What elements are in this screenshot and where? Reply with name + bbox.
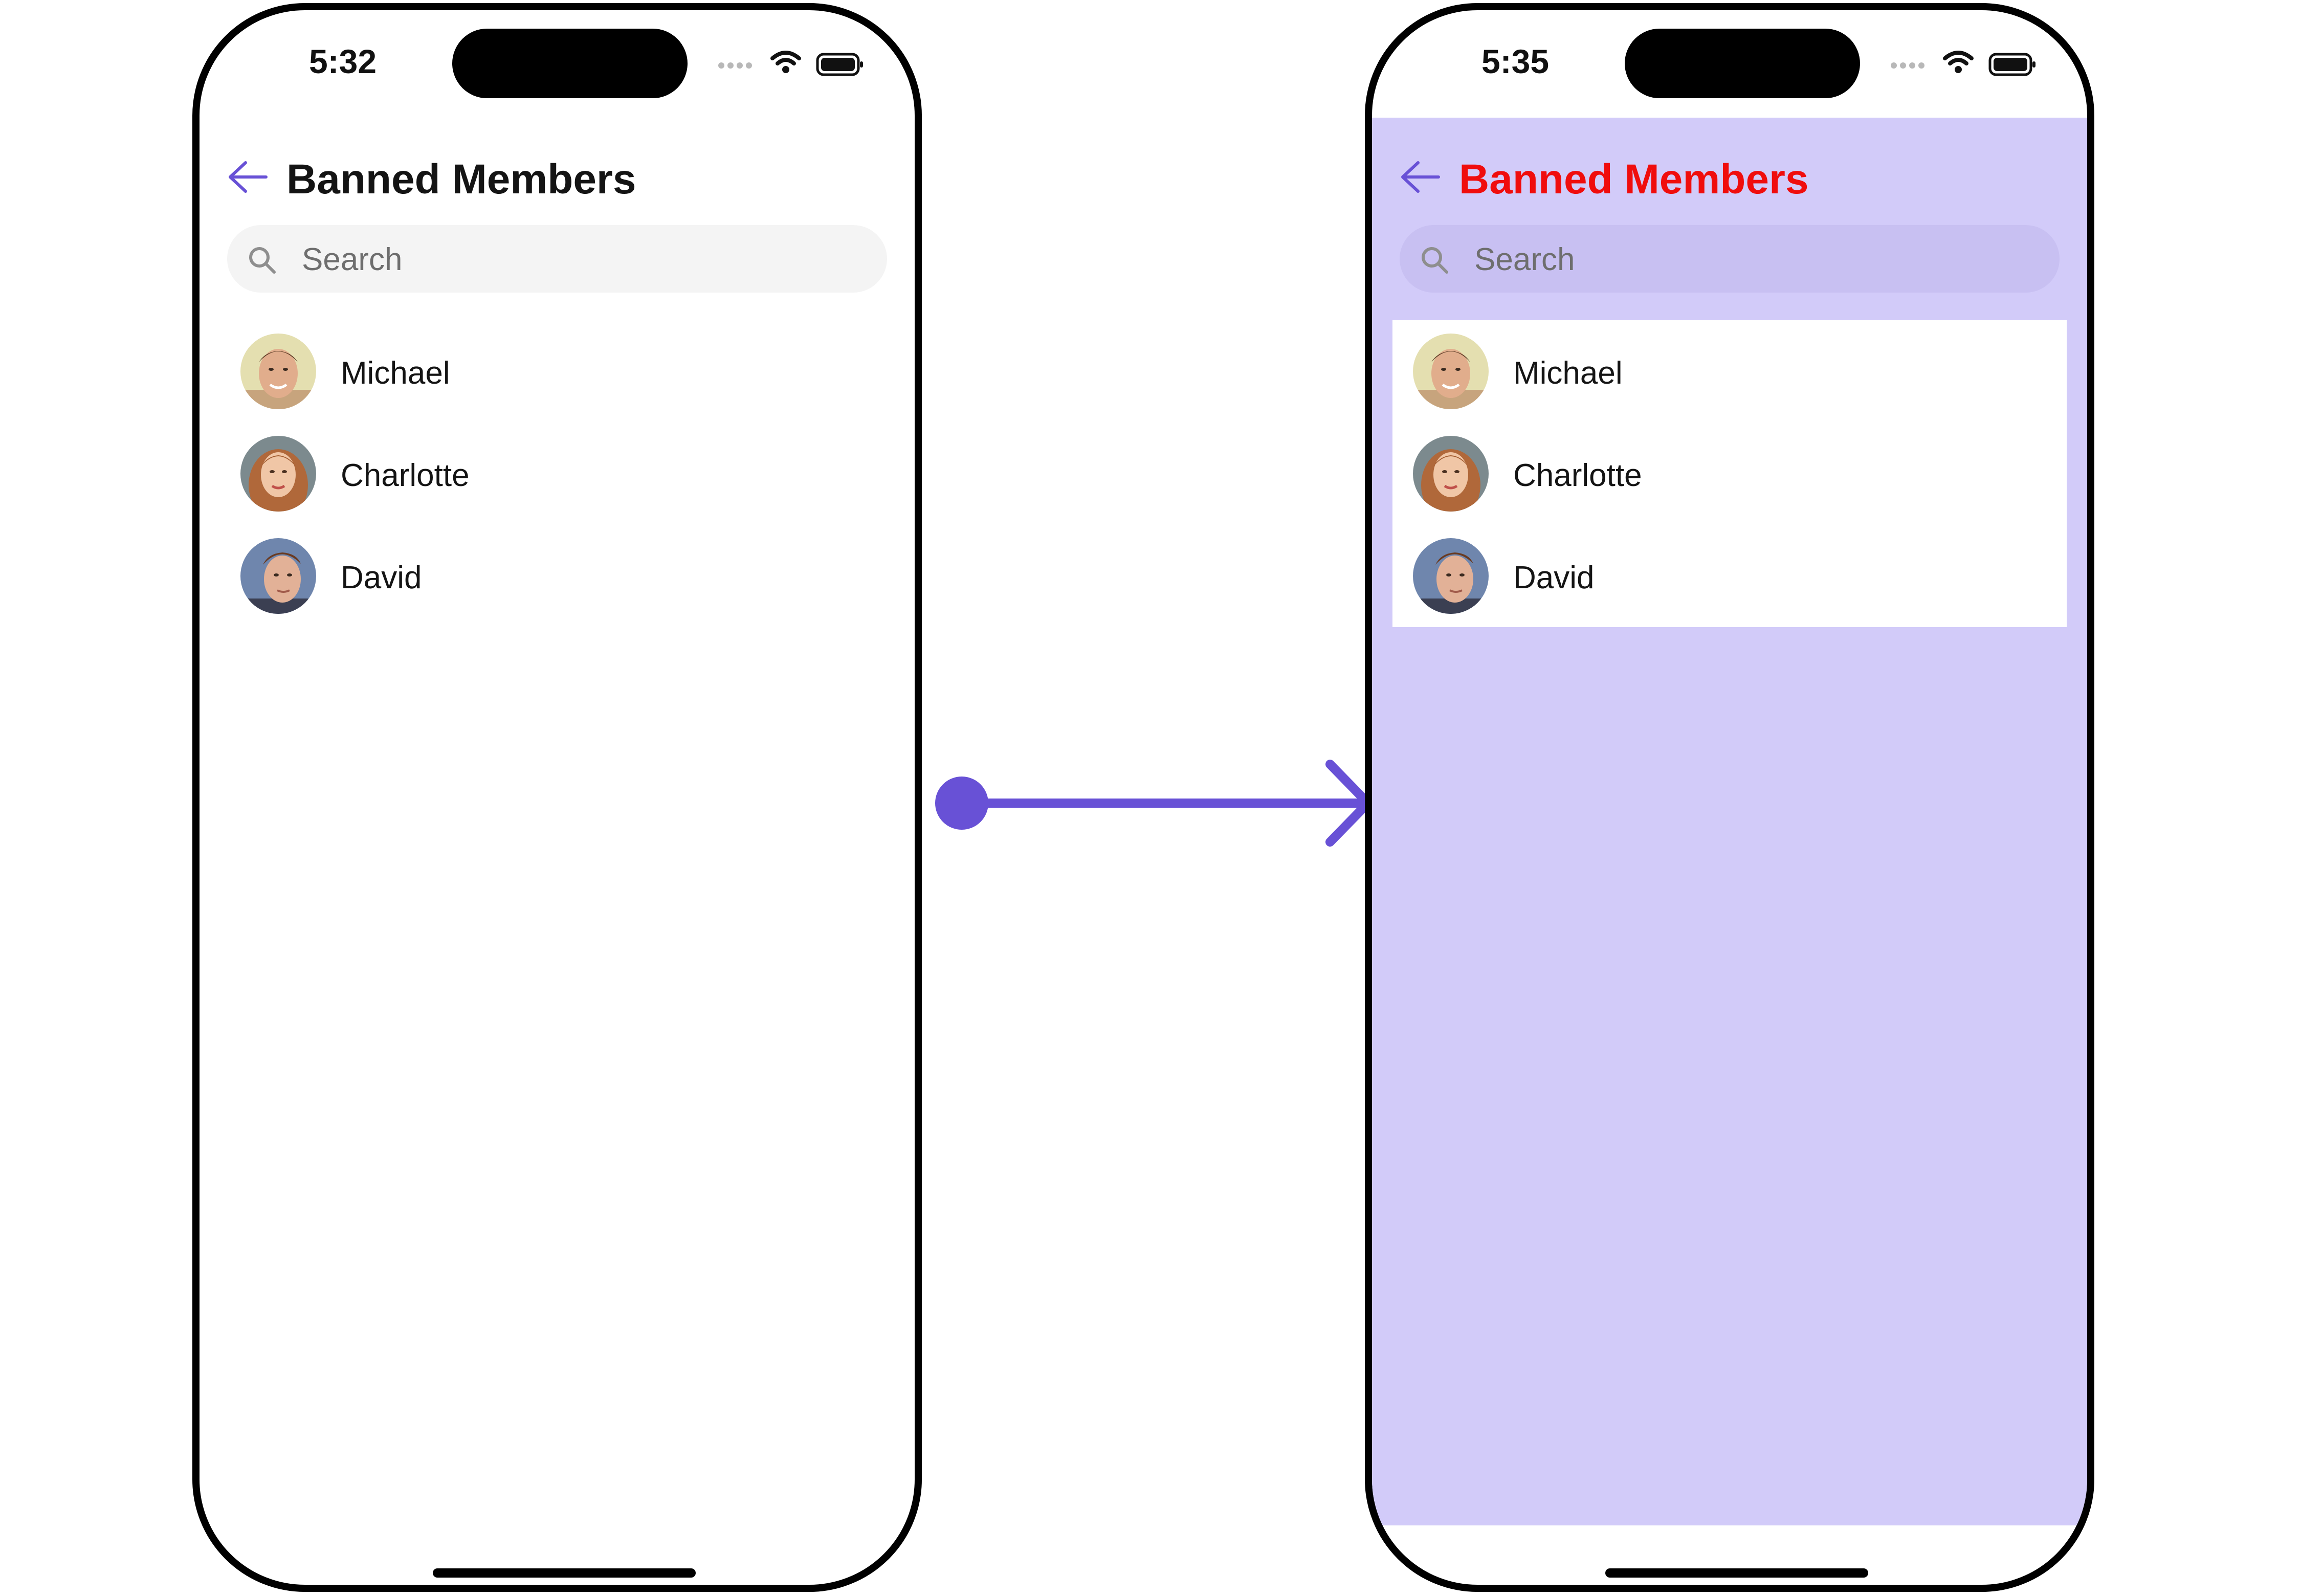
member-name: David [1513,560,1595,595]
header: Banned Members [220,148,894,205]
list-item[interactable]: David [220,525,894,627]
arrow-left-icon[interactable] [225,159,268,195]
member-name: Michael [1513,356,1623,391]
avatar [240,436,316,512]
search-placeholder: Search [1474,242,1575,277]
status-icons [1890,48,2038,79]
member-name: Charlotte [341,458,470,493]
avatar [1413,436,1489,512]
avatar [240,538,316,614]
list-item[interactable]: David [1392,525,2067,627]
member-name: David [341,560,422,595]
app-screen: Banned Members Search Michael Charlotte … [1372,118,2087,1525]
page-title: Banned Members [1459,156,1809,203]
list-item[interactable]: Charlotte [1392,423,2067,525]
header: Banned Members [1392,148,2067,205]
list-item[interactable]: Michael [220,320,894,423]
dynamic-island [452,29,688,98]
list-item[interactable]: Charlotte [220,423,894,525]
status-time: 5:35 [1481,42,1550,80]
home-indicator [433,1568,696,1578]
arrow-left-icon[interactable] [1398,159,1441,195]
status-time: 5:32 [308,42,377,80]
avatar [1413,334,1489,409]
members-list: Michael Charlotte David [220,320,894,627]
avatar [240,334,316,409]
search-icon [1419,245,1450,275]
dynamic-island [1625,29,1860,98]
list-item[interactable]: Michael [1392,320,2067,423]
member-name: Charlotte [1513,458,1642,493]
avatar [1413,538,1489,614]
status-icons [717,48,866,79]
app-screen: Banned Members Search Michael Charlotte … [200,118,915,1525]
search-placeholder: Search [302,242,403,277]
arrow-right-icon [935,760,1373,847]
search-icon [247,245,277,275]
members-list: Michael Charlotte David [1392,320,2067,627]
search-input[interactable]: Search [1400,225,2060,293]
search-input[interactable]: Search [227,225,887,293]
home-indicator [1605,1568,1868,1578]
page-title: Banned Members [286,156,636,203]
member-name: Michael [341,356,450,391]
phone-customized: 5:35 Banned Members Search Michael Charl… [1365,3,2094,1592]
phone-default: 5:32 Banned Members Search Michael Charl… [192,3,922,1592]
